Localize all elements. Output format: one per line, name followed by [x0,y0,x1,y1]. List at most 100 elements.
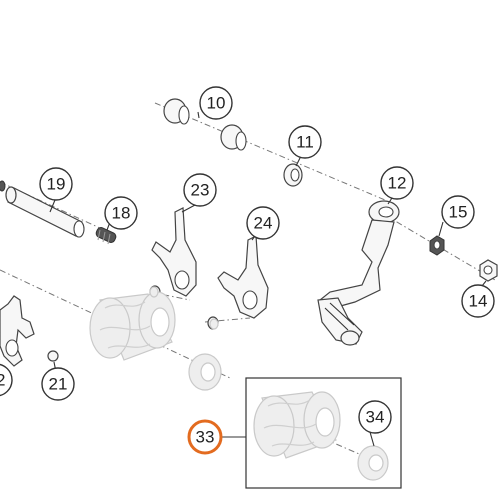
callout-19[interactable]: 19 [39,167,73,201]
drum-ghost-groove-1 [104,301,146,309]
spring-coil-3 [107,233,111,245]
box-drum-groove-3 [271,441,315,447]
drum-ghost-bore [150,307,170,337]
callout-22[interactable]: 22 [0,363,13,397]
leader-23 [181,204,196,213]
callout-11[interactable]: 11 [288,125,322,159]
axis-fork-24 [204,317,251,323]
lever-detail-2 [329,302,355,326]
callout-15-label: 15 [449,203,468,222]
part-23-shift-fork [149,207,197,299]
fork-24-bore [242,290,258,310]
pin-end [73,220,85,238]
callout-18-label: 18 [112,204,131,223]
sleeve-right-face [235,131,247,151]
lever-hub-bore [378,206,394,218]
part-21-pin [47,350,59,362]
callout-14-circle [461,284,495,318]
fork-23-bore [174,270,190,290]
callout-21-label: 21 [49,375,68,394]
axis-top-shaft [154,102,386,201]
leader-12 [387,197,393,205]
callout-11-circle [288,125,322,159]
spring-coil-2 [102,231,106,243]
assembly-box-frame [245,377,402,489]
part-22-left-fork [0,295,35,367]
nut-hole [433,240,441,250]
box-drum-groove-2 [263,423,317,429]
fork-22-body [0,295,35,367]
callout-22-label: 22 [0,371,5,390]
drum-ghost-groove-3 [107,343,151,349]
callout-33-label: 33 [196,428,215,447]
callout-10-label: 10 [207,94,226,113]
callout-19-circle [39,167,73,201]
callout-22-circle [0,363,13,397]
callout-21[interactable]: 21 [41,367,75,401]
part-18-spring [95,227,117,245]
callout-33[interactable]: 33 [187,419,223,455]
fork-24-body [217,235,269,319]
spring-body [95,227,117,243]
callout-34-label: 34 [366,408,385,427]
bolt-head-face [483,265,493,275]
leader-lines [49,111,487,447]
callout-15-circle [441,195,475,229]
callout-12-label: 12 [388,174,407,193]
part-19-pin [0,180,85,238]
callout-18[interactable]: 18 [104,196,138,230]
callouts: 10 11 12 15 14 19 18 23 [0,86,495,455]
callout-12[interactable]: 12 [380,166,414,200]
lever-pedal-tip [340,330,360,346]
part-15-nut [429,235,445,256]
ghost-pin-1 [149,286,159,298]
leader-34 [369,431,375,447]
pin-start [5,186,17,204]
callout-23-label: 23 [191,181,210,200]
box-drum-groove-1 [267,399,311,407]
part-12-shift-lever [317,200,400,346]
bearing-ghost-inner [200,362,216,382]
washer-inner [290,168,300,182]
pin-21 [47,350,59,362]
callout-34-circle [358,400,392,434]
callout-24[interactable]: 24 [246,206,280,240]
fork-23-body [151,207,197,297]
callout-14-label: 14 [469,292,488,311]
callout-34[interactable]: 34 [358,400,392,434]
spring-coil-1 [97,229,101,241]
part-24-shift-fork [207,235,269,330]
leader-19 [49,199,56,213]
shift-drum-ghost [89,291,176,361]
callout-10-circle [199,86,233,120]
fork-22-bore [5,339,19,357]
small-pins-ghost [149,286,219,330]
callout-24-circle [246,206,280,240]
part-11-washer [283,163,303,187]
axis-left-pin [0,181,116,236]
assembly-33-box [245,377,402,489]
callout-14[interactable]: 14 [461,284,495,318]
part-10-sleeves [163,98,247,151]
ghost-pin-2 [209,318,219,330]
part-14-bolt [479,259,498,282]
callout-15[interactable]: 15 [441,195,475,229]
callout-23[interactable]: 23 [183,173,217,207]
sleeve-left-face [178,105,190,125]
small-pin-left [0,180,6,192]
box-drum-bore [315,407,335,437]
leader-10 [197,111,200,119]
callout-11-label: 11 [296,133,314,152]
lever-arm [319,219,395,311]
callout-12-circle [380,166,414,200]
leader-15 [438,221,444,237]
callout-23-circle [183,173,217,207]
callout-33-circle [187,419,223,455]
lever-detail-1 [324,307,349,331]
box-bearing-inner [368,454,384,472]
callout-10[interactable]: 10 [199,86,233,120]
drum-bearing-ghost [188,353,222,391]
callout-18-circle [104,196,138,230]
